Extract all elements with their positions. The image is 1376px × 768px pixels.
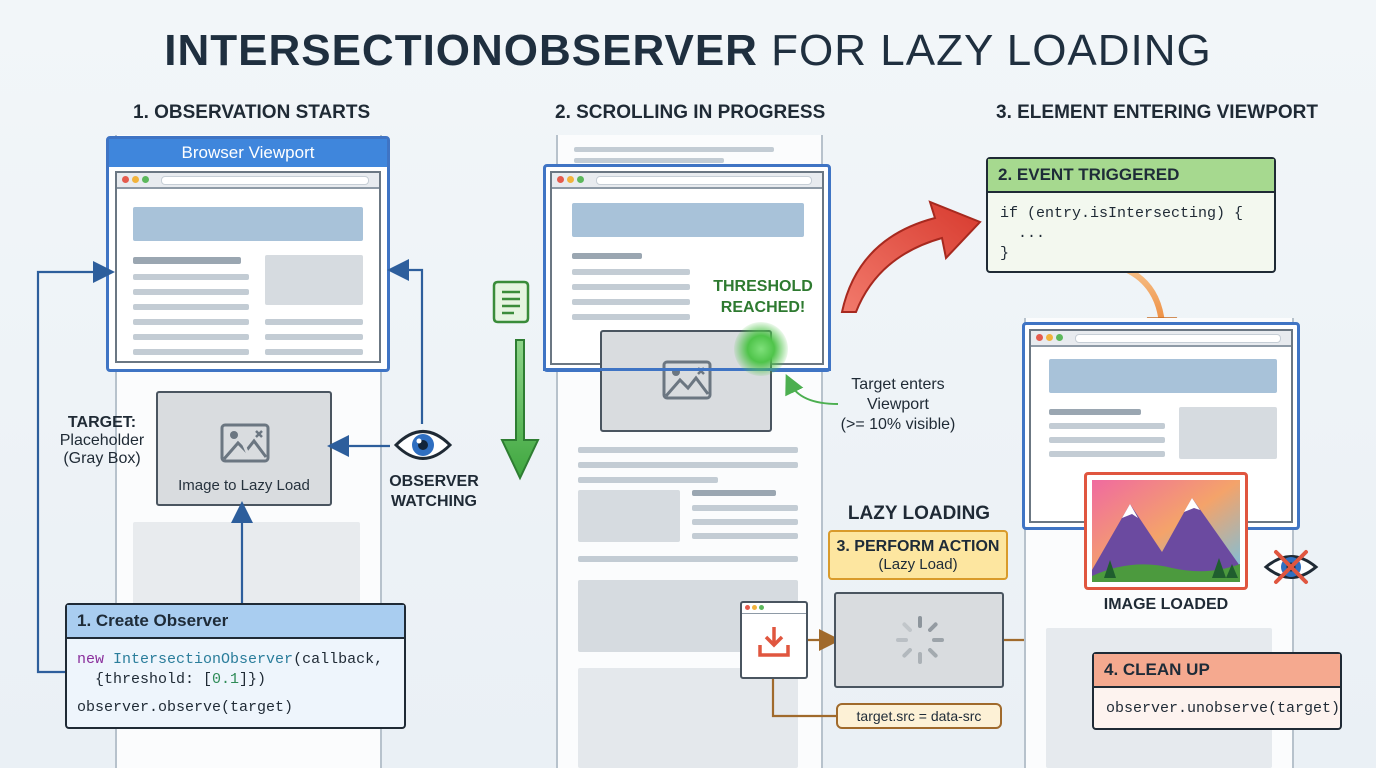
threshold-line1: THRESHOLD bbox=[713, 278, 813, 295]
viewport-label: Browser Viewport bbox=[109, 139, 387, 167]
download-to-src bbox=[771, 678, 836, 718]
download-icon bbox=[758, 627, 790, 657]
url-bar-3 bbox=[1075, 334, 1281, 343]
code-class: IntersectionObserver bbox=[113, 651, 294, 668]
url-bar-2 bbox=[596, 176, 812, 185]
lazy-loading-title: LAZY LOADING bbox=[847, 503, 991, 524]
target-desc-2: (Gray Box) bbox=[63, 450, 141, 467]
enters-line2: Viewport bbox=[867, 396, 929, 413]
browser-chrome-3 bbox=[1031, 331, 1291, 347]
event-triggered-box: 2. EVENT TRIGGERED if (entry.isIntersect… bbox=[986, 157, 1276, 273]
create-observer-head: 1. Create Observer bbox=[67, 605, 404, 639]
browser-viewport-1: Browser Viewport bbox=[106, 136, 390, 372]
code-rest: (callback, bbox=[293, 651, 384, 668]
section-title-2: 2. SCROLLING IN PROGRESS bbox=[555, 102, 826, 123]
viewport-frame bbox=[115, 171, 381, 363]
image-loaded-label: IMAGE LOADED bbox=[1103, 596, 1229, 613]
section-title-1: 1. OBSERVATION STARTS bbox=[133, 102, 371, 123]
create-code-line2: {threshold: [0.1]}) bbox=[77, 671, 266, 688]
event-head: 2. EVENT TRIGGERED bbox=[988, 159, 1274, 193]
code-line2-post: ]}) bbox=[239, 671, 267, 688]
observer-label-1: OBSERVER bbox=[389, 473, 479, 490]
target-label-group: TARGET: Placeholder (Gray Box) bbox=[44, 414, 160, 468]
threshold-line2: REACHED! bbox=[720, 299, 806, 316]
image-caption: Image to Lazy Load bbox=[178, 477, 310, 494]
enters-connector bbox=[785, 373, 839, 405]
scroll-down-arrow bbox=[500, 339, 540, 481]
page-1-block bbox=[133, 522, 360, 612]
loading-placeholder bbox=[834, 592, 1004, 688]
create-code-line3: observer.observe(target) bbox=[77, 699, 294, 716]
browser-chrome bbox=[117, 173, 379, 189]
src-assign-pill: target.src = data-src bbox=[836, 703, 1002, 729]
code-line2-pre: {threshold: [ bbox=[77, 671, 213, 688]
event-code-line2: ... bbox=[1000, 225, 1046, 242]
event-to-browser-arrow bbox=[1116, 263, 1165, 325]
observer-watching-label: OBSERVER WATCHING bbox=[382, 472, 486, 512]
event-code-line1: if (entry.isIntersecting) { bbox=[1000, 205, 1244, 222]
code-number: 0.1 bbox=[212, 671, 240, 688]
mountain-landscape-image bbox=[1092, 480, 1240, 582]
browser-chrome-2 bbox=[552, 173, 822, 189]
title-rest: FOR LAZY LOADING bbox=[757, 26, 1212, 75]
cleanup-head: 4. CLEAN UP bbox=[1094, 654, 1340, 688]
section-title-3: 3. ELEMENT ENTERING VIEWPORT bbox=[996, 102, 1318, 123]
eye-icon bbox=[393, 430, 453, 460]
perform-action-sub: (Lazy Load) bbox=[878, 556, 958, 573]
event-trigger-arrow bbox=[840, 200, 982, 313]
eye-crossed-icon bbox=[1263, 550, 1319, 584]
event-code-line3: } bbox=[1000, 245, 1010, 262]
enters-line3: (>= 10% visible) bbox=[840, 416, 956, 433]
enters-line1: Target enters bbox=[851, 376, 945, 393]
download-window bbox=[740, 601, 808, 679]
threshold-label: THRESHOLD REACHED! bbox=[704, 276, 822, 318]
broken-image-icon bbox=[220, 423, 270, 463]
target-desc-1: Placeholder bbox=[59, 432, 145, 449]
browser-viewport-2 bbox=[543, 164, 831, 372]
title-bold: INTERSECTIONOBSERVER bbox=[164, 26, 758, 75]
perform-action-box: 3. PERFORM ACTION (Lazy Load) bbox=[828, 530, 1008, 580]
create-observer-box: 1. Create Observer new IntersectionObser… bbox=[65, 603, 406, 729]
threshold-glow bbox=[734, 322, 788, 376]
viewport-2-bottom-edge bbox=[543, 368, 831, 371]
target-enters-label: Target enters Viewport (>= 10% visible) bbox=[818, 375, 978, 435]
target-label: TARGET: bbox=[67, 414, 137, 431]
code-keyword: new bbox=[77, 651, 105, 668]
loaded-image bbox=[1084, 472, 1248, 590]
cleanup-box: 4. CLEAN UP observer.unobserve(target) bbox=[1092, 652, 1342, 730]
scroll-document-icon bbox=[492, 280, 530, 324]
cleanup-code: observer.unobserve(target) bbox=[1106, 700, 1341, 717]
observer-label-2: WATCHING bbox=[391, 493, 477, 510]
connector-create-to-viewport bbox=[36, 261, 115, 674]
target-placeholder: Image to Lazy Load bbox=[156, 391, 332, 506]
connector-eye-to-viewport bbox=[387, 259, 424, 424]
page-title: INTERSECTIONOBSERVER FOR LAZY LOADING bbox=[0, 26, 1376, 76]
url-bar bbox=[161, 176, 369, 185]
create-code-line1: new IntersectionObserver(callback, bbox=[77, 651, 383, 668]
perform-action-title: 3. PERFORM ACTION bbox=[836, 538, 1000, 555]
loading-spinner-icon bbox=[896, 616, 944, 664]
